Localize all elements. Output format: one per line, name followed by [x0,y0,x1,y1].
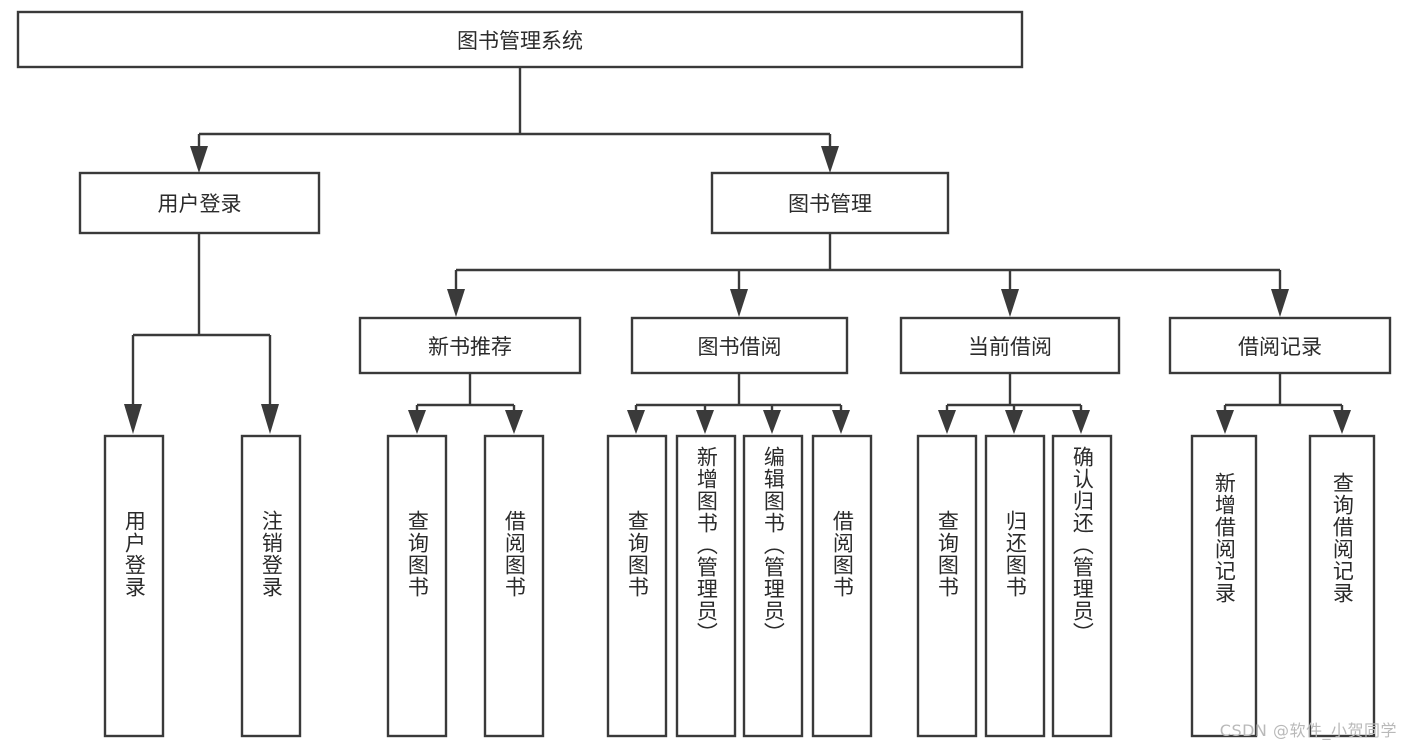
node-box-root[interactable] [16,10,1024,69]
arrow-head-borrow-record [1271,289,1289,317]
node-box-current-borrow[interactable] [899,316,1121,375]
node-box-leaf-12[interactable] [1190,434,1258,738]
arrow-head-leaf-8 [832,410,850,434]
node-box-borrow-record[interactable] [1168,316,1392,375]
node-box-leaf-13[interactable] [1308,434,1376,738]
arrow-head-leaf-5 [627,410,645,434]
watermark: CSDN @软件_小贺同学 [1219,721,1397,740]
node-box-leaf-1[interactable] [103,434,165,738]
arrow-head-leaf-3 [408,410,426,434]
arrow-head-new-book-rec [447,289,465,317]
arrow-head-leaf-10 [1005,410,1023,434]
connector-group [124,67,1351,434]
node-box-group [16,10,1392,738]
arrow-head-leaf-12 [1216,410,1234,434]
arrow-head-leaf-4 [505,410,523,434]
arrow-head-leaf-13 [1333,410,1351,434]
node-box-leaf-11[interactable] [1051,434,1113,738]
node-box-book-borrow[interactable] [630,316,849,375]
arrow-head-book-borrow [730,289,748,317]
arrow-head-leaf-2 [261,404,279,434]
node-box-leaf-6[interactable] [675,434,737,738]
arrow-head-book-manage [821,146,839,173]
arrow-head-user-login [190,146,208,173]
node-box-leaf-5[interactable] [606,434,668,738]
node-box-leaf-2[interactable] [240,434,302,738]
node-box-new-book-rec[interactable] [358,316,582,375]
arrow-head-leaf-6 [696,410,714,434]
node-box-book-manage[interactable] [710,171,950,235]
node-box-user-login[interactable] [78,171,321,235]
arrow-head-current-borrow [1001,289,1019,317]
arrow-head-leaf-11 [1072,410,1090,434]
node-box-leaf-7[interactable] [742,434,804,738]
arrow-head-leaf-7 [763,410,781,434]
node-box-leaf-9[interactable] [916,434,978,738]
arrow-head-leaf-1 [124,404,142,434]
node-box-leaf-10[interactable] [984,434,1046,738]
node-box-leaf-4[interactable] [483,434,545,738]
node-box-leaf-3[interactable] [386,434,448,738]
node-box-leaf-8[interactable] [811,434,873,738]
arrow-head-leaf-9 [938,410,956,434]
